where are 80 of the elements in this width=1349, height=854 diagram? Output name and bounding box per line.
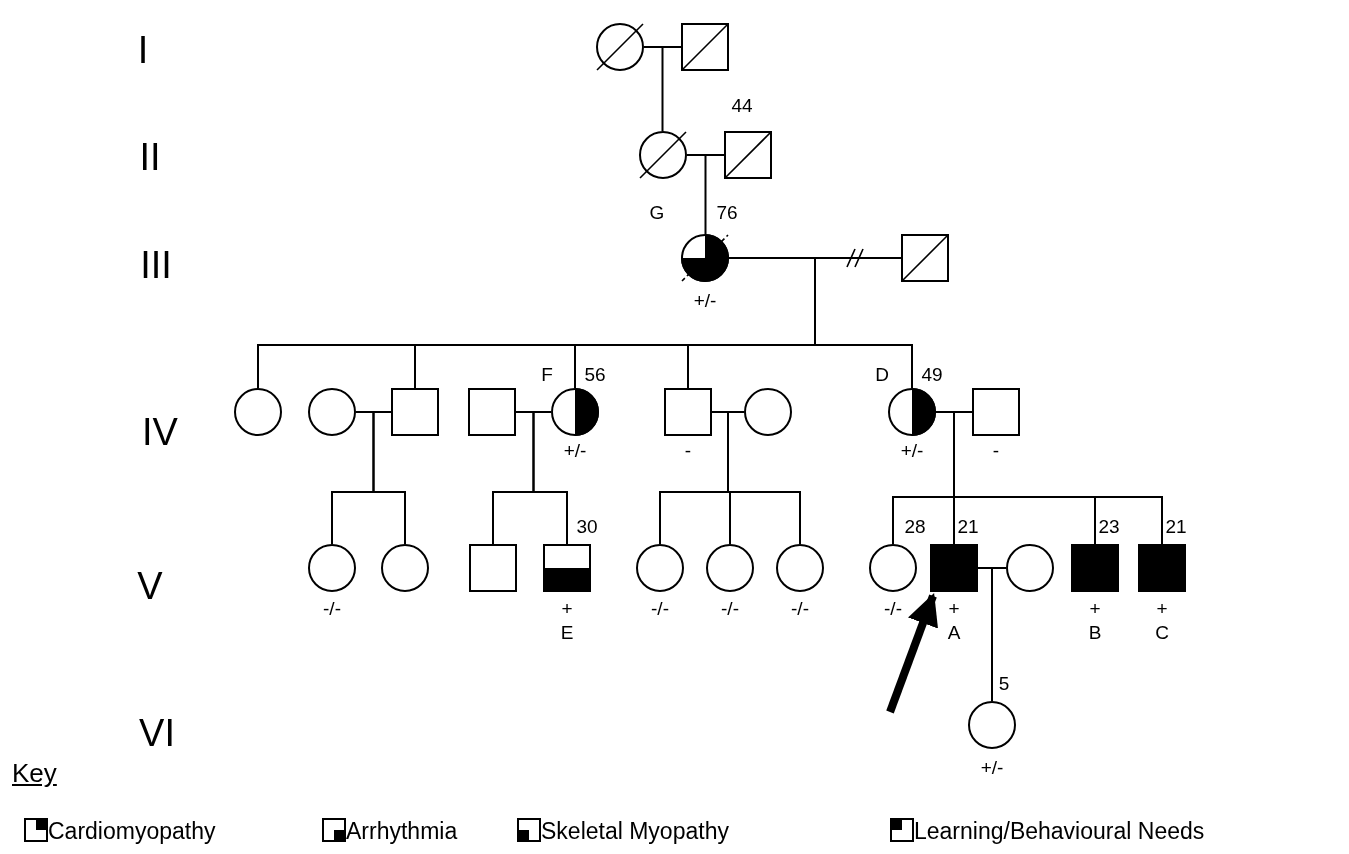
female-symbol: [308, 544, 356, 592]
age-label: 44: [731, 95, 753, 115]
descent-line: [728, 257, 913, 389]
male-symbol: [664, 388, 712, 436]
legend-text: Learning/Behavioural Needs: [914, 818, 1205, 844]
generation-label: I: [137, 31, 149, 69]
age-label: 21: [1165, 516, 1187, 536]
descent-line: [532, 411, 568, 545]
individual-letter: E: [560, 622, 574, 642]
genotype-label: -/-: [323, 598, 341, 618]
male-symbol: [681, 23, 729, 71]
descent-line: [935, 411, 1163, 545]
male-symbol: [724, 131, 772, 179]
legend-text: Arrhythmia: [346, 818, 458, 844]
generation-label: III: [140, 246, 172, 284]
female-symbol: [888, 388, 936, 436]
age-label: 49: [921, 364, 943, 384]
descent-line: [643, 46, 664, 132]
female-symbol: [234, 388, 282, 436]
individual-letter: A: [947, 622, 961, 642]
male-symbol: [901, 234, 949, 282]
genotype-label: +/-: [900, 440, 924, 460]
individual-letter: C: [1155, 622, 1169, 642]
age-label: 30: [576, 516, 598, 536]
age-label: 23: [1098, 516, 1120, 536]
descent-line: [372, 411, 406, 545]
age-label: 56: [584, 364, 606, 384]
individual-letter: G: [649, 202, 665, 222]
legend-text: Cardiomyopathy: [48, 818, 216, 844]
female-symbol: [869, 544, 917, 592]
generation-label: V: [137, 567, 163, 605]
legend-text: Skeletal Myopathy: [541, 818, 729, 844]
female-symbol: [706, 544, 754, 592]
male-symbol: [543, 544, 591, 592]
age-label: 76: [716, 202, 738, 222]
generation-label: II: [139, 138, 161, 176]
genotype-label: +/-: [563, 440, 587, 460]
female-symbol: [744, 388, 792, 436]
female-symbol: [681, 234, 729, 282]
female-symbol: [968, 701, 1016, 749]
male-symbol: [1071, 544, 1119, 592]
genotype-label: +/-: [980, 757, 1004, 777]
female-symbol: [776, 544, 824, 592]
genotype-label: -/-: [651, 598, 669, 618]
female-symbol: [308, 388, 356, 436]
genotype-label: -/-: [884, 598, 902, 618]
genotype-label: +: [948, 598, 960, 618]
arrow: [886, 593, 938, 714]
genotype-label: +: [1156, 598, 1168, 618]
male-symbol: [391, 388, 439, 436]
female-symbol: [551, 388, 599, 436]
genotype-label: -/-: [791, 598, 809, 618]
descent-line: [686, 154, 707, 235]
genotype-label: -/-: [721, 598, 739, 618]
genotype-label: +: [561, 598, 573, 618]
female-symbol: [1006, 544, 1054, 592]
genotype-label: +: [1089, 598, 1101, 618]
male-symbol: [972, 388, 1020, 436]
female-symbol: [639, 131, 687, 179]
genotype-label: +/-: [693, 290, 717, 310]
age-label: 28: [904, 516, 926, 536]
male-symbol: [469, 544, 517, 592]
individual-letter: D: [875, 364, 889, 384]
female-symbol: [381, 544, 429, 592]
male-symbol: [468, 388, 516, 436]
age-label: 21: [957, 516, 979, 536]
age-label: 5: [998, 673, 1010, 693]
female-symbol: [636, 544, 684, 592]
individual-letter: F: [541, 364, 553, 384]
genotype-label: -: [992, 440, 1000, 460]
legend-title: Key: [12, 760, 57, 786]
female-symbol: [596, 23, 644, 71]
male-symbol: [930, 544, 978, 592]
male-symbol: [1138, 544, 1186, 592]
genotype-label: -: [684, 440, 692, 460]
generation-label: IV: [142, 413, 178, 451]
descent-line: [711, 411, 801, 545]
descent-line: [977, 567, 993, 702]
individual-letter: B: [1088, 622, 1102, 642]
generation-label: VI: [139, 714, 175, 752]
